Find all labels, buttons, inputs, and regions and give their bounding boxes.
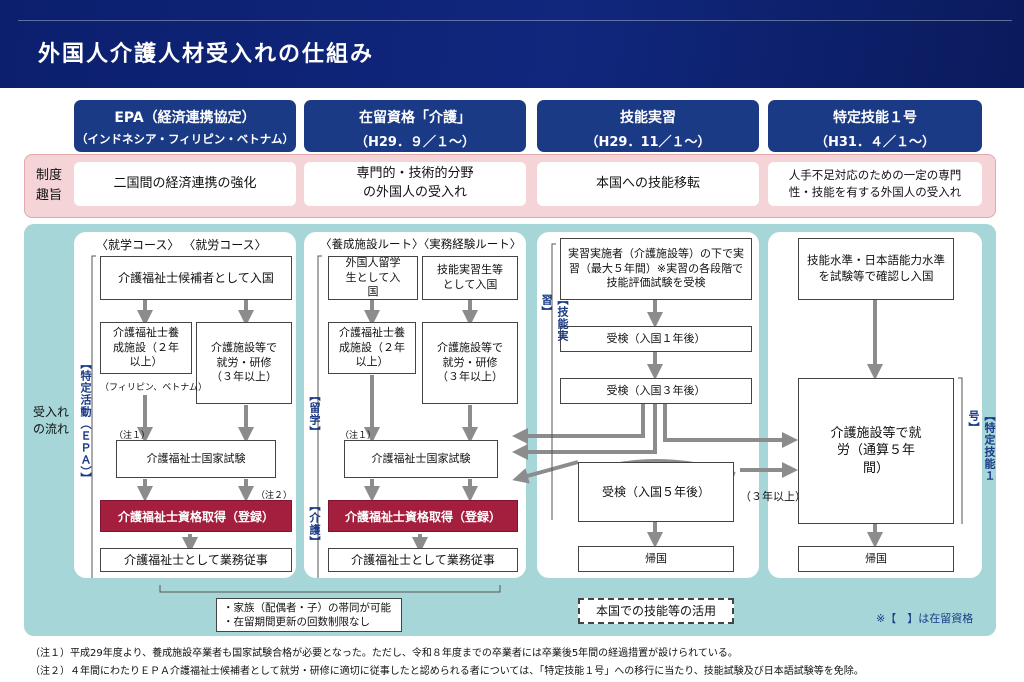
flow-label: 受入れの流れ xyxy=(32,405,69,436)
header-epa-line2: （インドネシア・フィリピン・ベトナム） xyxy=(76,132,294,146)
page-title: 外国人介護人材受入れの仕組み xyxy=(38,42,375,67)
kaigo-qualify: 介護福祉士資格取得（登録） xyxy=(328,500,518,532)
header-tokutei: 特定技能１号 （H31．４／１～） xyxy=(768,100,982,152)
purpose-tokutei: 人手不足対応のための一定の専門性・技能を有する外国人の受入れ xyxy=(768,162,982,206)
header-tokutei-line2: （H31．４／１～） xyxy=(815,135,935,150)
epa-countries-note: （フィリピン、ベトナム） xyxy=(100,383,208,393)
epa-qualify: 介護福祉士資格取得（登録） xyxy=(100,500,292,532)
kaigo-label-ryugaku: 【留学】 xyxy=(308,390,321,438)
home-use-box: 本国での技能等の活用 xyxy=(578,598,734,624)
ginou-three-years: （３年以上） xyxy=(740,490,806,503)
title-bar xyxy=(0,0,1024,88)
tokutei-side-label: 【特定技能１号】 xyxy=(967,410,996,482)
epa-note1: （注１） xyxy=(114,431,151,441)
ginou-exam3: 受検（入国３年後） xyxy=(560,378,752,404)
header-epa: EPA（経済連携協定） （インドネシア・フィリピン・ベトナム） xyxy=(74,100,296,152)
legend-note: ※【 】は在留資格 xyxy=(876,612,974,625)
footnote-1: （注１）平成29年度より、養成施設卒業者も国家試験合格が必要となった。ただし、令… xyxy=(30,648,738,659)
kaigo-work: 介護施設等で就労・研修（３年以上） xyxy=(422,322,518,404)
header-ginou-line1: 技能実習 xyxy=(620,110,676,126)
epa-course-title: 〈就学コース〉 〈就労コース〉 xyxy=(96,238,267,252)
tokutei-entry: 技能水準・日本語能力水準を試験等で確認し入国 xyxy=(798,238,954,300)
footnote-2: （注２）４年間にわたりＥＰＡ介護福祉士候補者として就労・研修に適切に従事したと認… xyxy=(30,666,864,677)
ginou-return: 帰国 xyxy=(578,546,734,572)
kaigo-route-title: 〈養成施設ルート〉〈実務経験ルート〉 xyxy=(320,237,522,251)
ginou-exam5: 受検（入国５年後） xyxy=(578,462,734,522)
kaigo-student: 外国人留学生として入国 xyxy=(328,256,418,300)
header-ginou-line2: （H29．11／１～） xyxy=(585,135,711,150)
family-note-line2: ・在留期間更新の回数制限なし xyxy=(223,616,370,628)
ginou-entry: 実習実施者（介護施設等）の下で実習（最大５年間）※実習の各段階で技能評価試験を受… xyxy=(560,238,752,300)
ginou-side-label: 【技能実習】 xyxy=(540,294,569,342)
kaigo-job: 介護福祉士として業務従事 xyxy=(328,548,518,572)
tokutei-work: 介護施設等で就労（通算５年間） xyxy=(798,378,954,524)
kaigo-note1: （注１） xyxy=(340,431,377,441)
kaigo-school: 介護福祉士養成施設（２年以上） xyxy=(328,322,416,374)
family-note-line1: ・家族（配偶者・子）の帯同が可能 xyxy=(223,601,391,614)
kaigo-trainee: 技能実習生等として入国 xyxy=(422,256,518,300)
kaigo-exam: 介護福祉士国家試験 xyxy=(344,440,498,478)
purpose-label: 制度趣旨 xyxy=(35,168,62,203)
epa-note2: （注２） xyxy=(256,491,293,501)
epa-side-label: 【特定活動（ＥＰＡ）】 xyxy=(79,358,92,485)
purpose-ginou: 本国への技能移転 xyxy=(537,162,759,206)
purpose-kaigo: 専門的・技術的分野の外国人の受入れ xyxy=(304,162,526,206)
epa-entry: 介護福祉士候補者として入国 xyxy=(100,256,292,300)
family-note: ・家族（配偶者・子）の帯同が可能 ・在留期間更新の回数制限なし xyxy=(216,598,402,632)
header-kaigo-line1: 在留資格「介護」 xyxy=(359,110,471,126)
header-kaigo: 在留資格「介護」 （H29．９／１～） xyxy=(304,100,526,152)
epa-exam: 介護福祉士国家試験 xyxy=(116,440,276,478)
epa-school: 介護福祉士養成施設（２年以上） xyxy=(100,322,192,374)
header-epa-line1: EPA（経済連携協定） xyxy=(114,110,256,126)
epa-work: 介護施設等で就労・研修（３年以上） xyxy=(196,322,292,404)
purpose-epa: 二国間の経済連携の強化 xyxy=(74,162,296,206)
header-kaigo-line2: （H29．９／１～） xyxy=(355,135,475,150)
header-tokutei-line1: 特定技能１号 xyxy=(833,110,917,126)
ginou-exam1: 受検（入国１年後） xyxy=(560,326,752,352)
header-ginou: 技能実習 （H29．11／１～） xyxy=(537,100,759,152)
tokutei-return: 帰国 xyxy=(798,546,954,572)
kaigo-label-kaigo: 【介護】 xyxy=(308,500,321,548)
epa-job: 介護福祉士として業務従事 xyxy=(100,548,292,572)
